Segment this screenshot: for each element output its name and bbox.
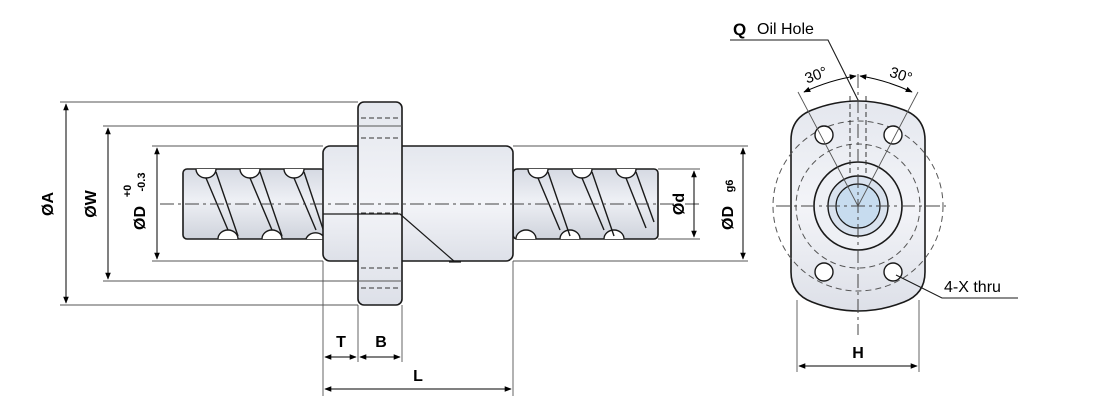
- dim-phi-a: ØA: [40, 192, 57, 216]
- angle-lines: [797, 91, 919, 207]
- dim-phi-d-small: Ød: [671, 193, 688, 215]
- oil-hole-q-leader: [730, 39, 859, 101]
- flange-hidden-holes: [361, 117, 399, 289]
- thread-grooves-right: [515, 168, 655, 240]
- side-view: ØA ØW ØD +0 -0.3 Ød ØD g6 T B L: [40, 101, 748, 396]
- oil-hole-q-label: Q: [733, 20, 746, 39]
- dimension-lines: [63, 103, 746, 392]
- angle-right-label: 30°: [887, 64, 914, 87]
- dim-b: B: [375, 334, 387, 351]
- dim-phi-d-g6: ØD: [720, 206, 737, 230]
- mounting-hole-bottom-right: [883, 262, 903, 282]
- oil-hole-leader: [323, 213, 456, 263]
- angle-arc-left: [803, 74, 857, 93]
- oil-hole-text: Oil Hole: [757, 21, 814, 38]
- end-view: Q Oil Hole 30° 30° 4-X thru H: [730, 20, 1018, 372]
- mounting-hole-bottom-left: [814, 262, 834, 282]
- fit-g6: g6: [724, 180, 736, 193]
- tolerance-lower: -0.3: [136, 173, 148, 192]
- end-center-lines: [776, 74, 946, 335]
- angle-arc-right: [859, 74, 913, 93]
- holes-leader: [895, 274, 1018, 299]
- dim-phi-w: ØW: [83, 189, 100, 217]
- mounting-hole-top-left: [814, 125, 834, 145]
- angle-left-label: 30°: [803, 64, 830, 88]
- dim-phi-d-tolerance: ØD: [132, 206, 149, 230]
- flange-diameter-circle: [772, 120, 944, 292]
- oil-hole-hidden: [849, 96, 867, 176]
- tolerance-upper: +0: [122, 185, 134, 198]
- extension-lines: [60, 101, 748, 396]
- holes-label: 4-X thru: [944, 279, 1001, 296]
- dim-t: T: [336, 334, 346, 351]
- mounting-hole-top-right: [883, 125, 903, 145]
- dim-h: H: [852, 345, 864, 362]
- h-extension-lines: [796, 300, 920, 372]
- dim-l: L: [413, 368, 423, 385]
